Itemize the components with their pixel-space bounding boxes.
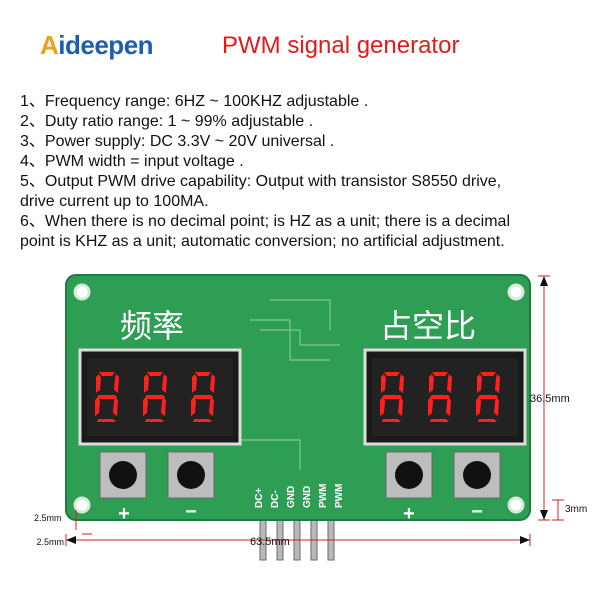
pin-label: DC-: [270, 490, 281, 508]
page-title: PWM signal generator: [222, 32, 460, 59]
hole-horizontal-dimension: 2.5mm: [36, 537, 64, 547]
pin-label: GND: [302, 486, 313, 508]
spec-item: 2、Duty ratio range: 1 ~ 99% adjustable .: [20, 113, 314, 130]
spec-item-continuation: point is KHZ as a unit; automatic conver…: [20, 233, 505, 250]
pin-labels: DC+ DC- GND GND PWM PWM: [254, 484, 345, 508]
frequency-label: 频率: [120, 307, 184, 345]
spec-item-continuation: drive current up to 100MA.: [20, 193, 209, 210]
frequency-minus-label: −: [185, 501, 197, 523]
width-dimension: 63.5mm: [250, 536, 290, 548]
pin-label: DC+: [254, 488, 265, 508]
frequency-display: [78, 348, 242, 446]
brand-logo-letter: A: [40, 30, 59, 60]
pin-height-dimension: 3mm: [565, 504, 587, 515]
pin-label: PWM: [334, 484, 345, 508]
duty-minus-label: −: [471, 501, 483, 523]
frequency-plus-label: +: [118, 503, 130, 525]
brand-logo: Aideepen: [40, 30, 154, 61]
hole-vertical-dimension: 2.5mm: [34, 513, 62, 523]
duty-ratio-display: [363, 348, 527, 446]
brand-logo-text: ideepen: [58, 30, 154, 60]
spec-item: 3、Power supply: DC 3.3V ~ 20V universal …: [20, 133, 335, 150]
height-dimension: 36.5mm: [530, 393, 570, 405]
pcb-traces: [240, 299, 340, 470]
dimension-lines: [65, 275, 564, 546]
duty-plus-label: +: [403, 503, 415, 525]
pin-label: PWM: [318, 484, 329, 508]
spec-item: 4、PWM width = input voltage .: [20, 153, 244, 170]
spec-item: 6、When there is no decimal point; is HZ …: [20, 213, 511, 230]
spec-item: 1、Frequency range: 6HZ ~ 100KHZ adjustab…: [20, 93, 369, 110]
duty-plus-button[interactable]: [385, 451, 433, 499]
spec-item: 5、Output PWM drive capability: Output wi…: [20, 173, 502, 190]
pin-label: GND: [286, 486, 297, 508]
mounting-holes: [73, 283, 525, 514]
dimension-arrows: [66, 276, 548, 544]
duty-ratio-label: 占空比: [380, 307, 476, 345]
spec-list: 1、Frequency range: 6HZ ~ 100KHZ adjustab…: [20, 92, 590, 252]
duty-minus-button[interactable]: [453, 451, 501, 499]
frequency-plus-button[interactable]: [99, 451, 147, 499]
frequency-minus-button[interactable]: [167, 451, 215, 499]
